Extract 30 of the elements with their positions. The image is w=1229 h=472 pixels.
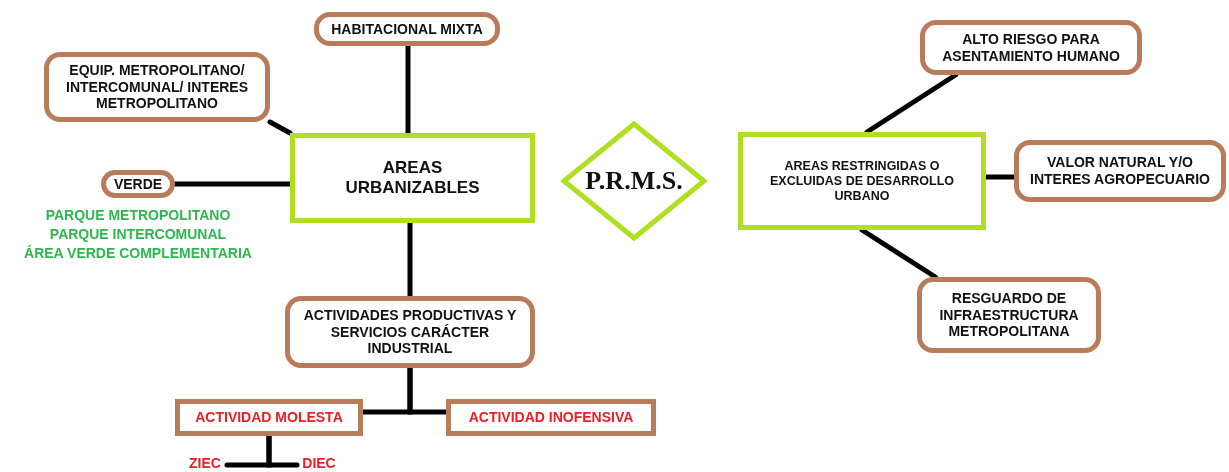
node-label: VALOR NATURAL Y/O INTERES AGROPECUARIO xyxy=(1029,154,1211,188)
rounded-box xyxy=(101,170,175,198)
rounded-box xyxy=(1014,140,1226,202)
node-label: RESGUARDO DE INFRAESTRUCTURA METROPOLITANA xyxy=(938,289,1080,341)
rect-box xyxy=(175,399,363,436)
node-label: ACTIVIDADES PRODUCTIVAS Y SERVICIOS CARÁCTER INDUSTRIAL xyxy=(302,306,518,358)
rect-box xyxy=(446,399,656,436)
main-box xyxy=(738,132,986,230)
node-label: VERDE xyxy=(112,175,164,193)
node-label: ACTIVIDAD INOFENSIVA xyxy=(467,409,635,426)
node-label: HABITACIONAL MIXTA xyxy=(330,20,484,38)
rounded-box xyxy=(285,296,535,368)
connector-line xyxy=(267,119,293,136)
node-label: AREAS URBANIZABLES xyxy=(344,157,481,199)
node-label: P.R.M.S. xyxy=(584,165,684,197)
note-text: ÁREA VERDE COMPLEMENTARIA xyxy=(23,244,253,263)
rounded-box xyxy=(917,277,1101,353)
rounded-box xyxy=(314,12,500,46)
code-label: ZIEC xyxy=(189,455,221,472)
diamond-node xyxy=(560,120,708,242)
rounded-box xyxy=(920,20,1142,75)
code-label: DIEC xyxy=(302,455,336,472)
node-label: AREAS RESTRINGIDAS O EXCLUIDAS DE DESARROLLO URBANO xyxy=(768,158,955,204)
node-label: EQUIP. METROPOLITANO/ INTERCOMUNAL/ INTERES METROPOLITANO xyxy=(65,61,249,113)
note-text: PARQUE METROPOLITANO xyxy=(44,206,232,225)
node-label: ACTIVIDAD MOLESTA xyxy=(194,409,344,426)
node-label: ALTO RIESGO PARA ASENTAMIENTO HUMANO xyxy=(941,30,1121,65)
note-text: PARQUE INTERCOMUNAL xyxy=(48,225,228,244)
rounded-box xyxy=(44,52,270,122)
main-box xyxy=(290,133,535,223)
